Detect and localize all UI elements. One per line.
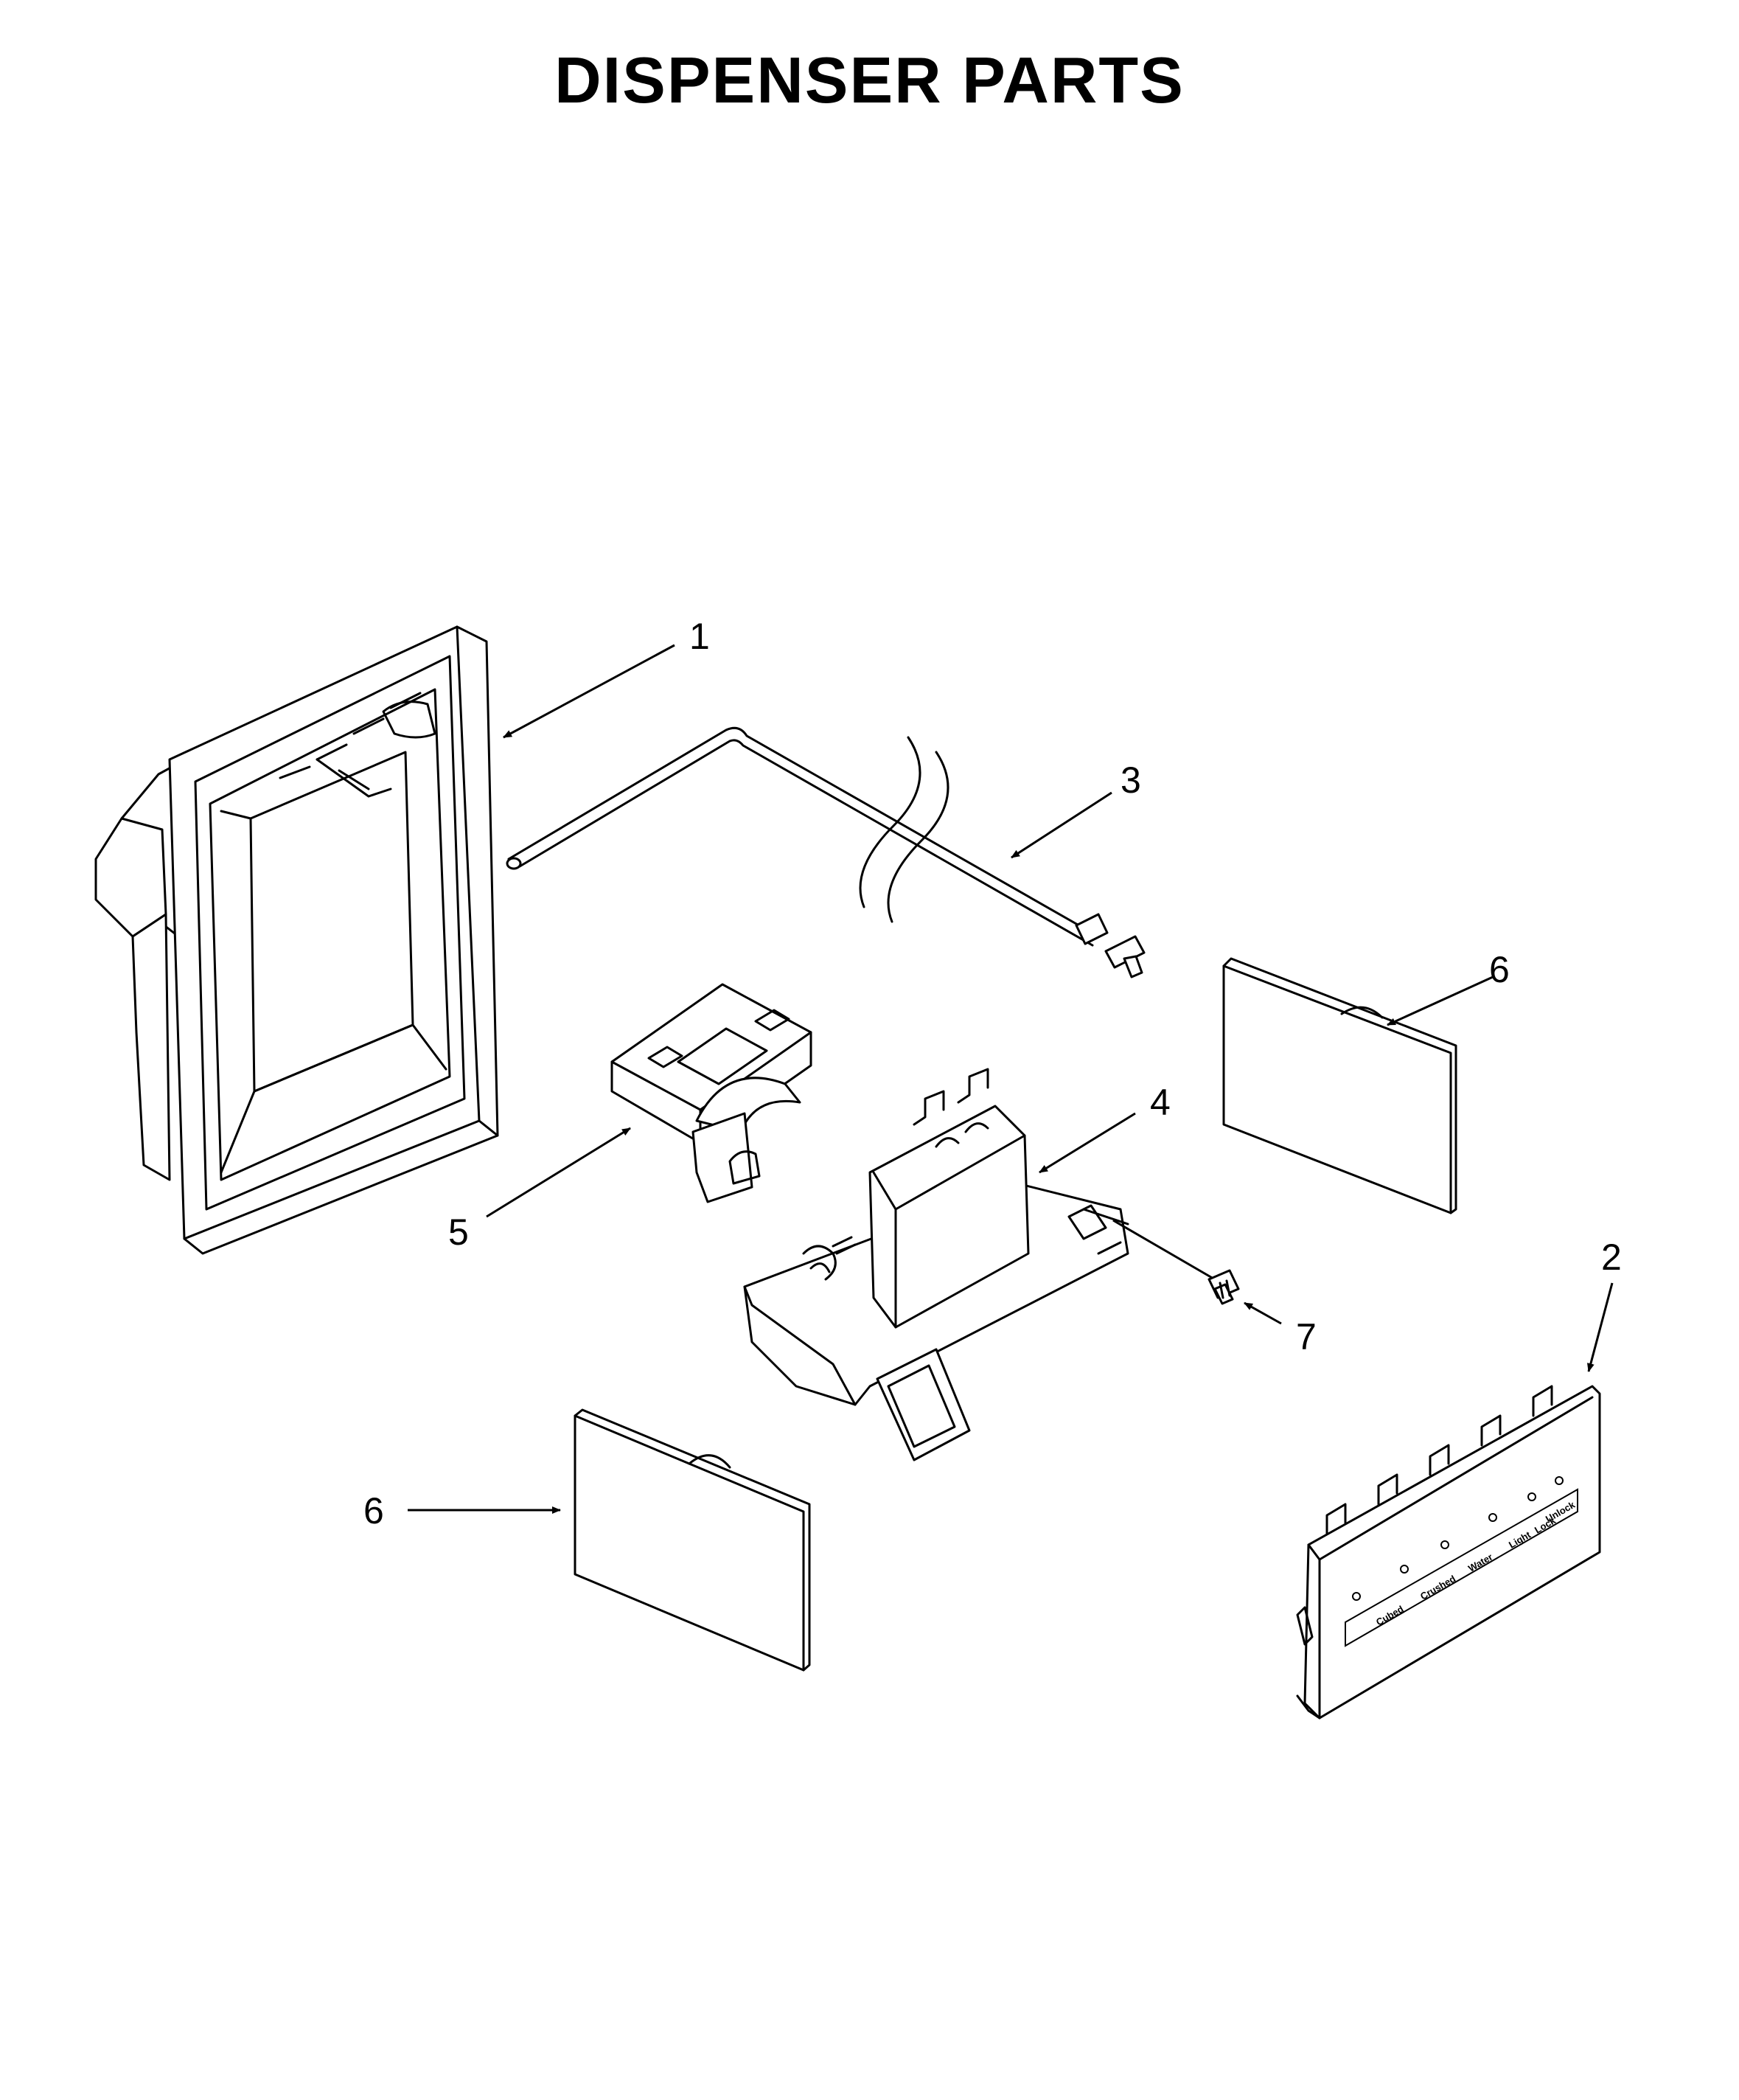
part-2-control-panel: Cubed Crushed Water Light Lock Unlock <box>1296 1385 1601 1720</box>
cubed-icon <box>1400 1565 1409 1574</box>
filter-icon <box>1352 1592 1361 1601</box>
part-5-actuator <box>610 983 812 1203</box>
part-7-screw <box>1112 1219 1240 1305</box>
callout-3: 3 <box>1121 759 1141 801</box>
part-3-water-tube <box>506 726 1146 978</box>
callout-4: 4 <box>1150 1082 1171 1123</box>
callout-2: 2 <box>1601 1237 1622 1278</box>
diagram-title: DISPENSER PARTS <box>554 44 1185 117</box>
leader-2 <box>1587 1282 1614 1372</box>
leader-4 <box>1039 1112 1136 1174</box>
leader-1 <box>503 644 675 739</box>
leader-5 <box>486 1127 631 1218</box>
part-4-switch-bracket <box>743 1068 1129 1461</box>
part-6-cover-lower <box>574 1408 811 1672</box>
lock-icon <box>1555 1476 1564 1485</box>
leader-7 <box>1244 1301 1282 1325</box>
part-1-dispenser-housing <box>94 625 499 1255</box>
leader-3 <box>1011 791 1112 859</box>
part-6-cover-upper <box>1222 957 1457 1214</box>
callout-6-upper: 6 <box>1489 949 1510 990</box>
callout-5: 5 <box>448 1211 469 1253</box>
crushed-icon <box>1440 1540 1449 1549</box>
leader-6-upper <box>1387 976 1494 1026</box>
callout-1: 1 <box>689 616 710 657</box>
water-icon <box>1488 1513 1497 1522</box>
callout-6-lower: 6 <box>363 1490 384 1531</box>
callout-7: 7 <box>1296 1316 1317 1357</box>
light-icon <box>1527 1492 1536 1501</box>
